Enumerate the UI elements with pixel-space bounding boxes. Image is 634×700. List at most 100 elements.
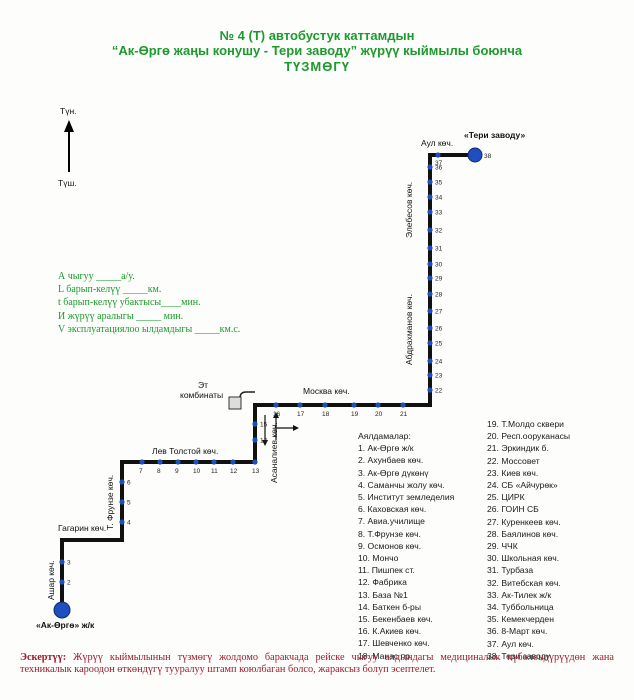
- stop-marker: [157, 459, 163, 465]
- stop-legend-item: 17. Шевченко көч.: [358, 638, 430, 649]
- stop-number: 20: [375, 411, 383, 418]
- stop-legend-item: 31. Турбаза: [487, 565, 534, 576]
- stop-marker: [400, 402, 406, 408]
- stop-marker: [252, 437, 258, 443]
- terminal-end-label: «Тери заводу»: [464, 130, 525, 140]
- param-i: И жүрүү аралыгы _____ мин.: [58, 310, 184, 322]
- terminal-start-label: «Ак-Өргө» ж/к: [36, 620, 95, 630]
- stop-number: 28: [435, 292, 443, 299]
- stop-legend-item: 15. Бекенбаев көч.: [358, 614, 433, 625]
- stop-marker: [427, 291, 433, 297]
- stop-marker: [427, 308, 433, 314]
- stop-legend-item: 4. Саманчы жолу көч.: [358, 479, 445, 490]
- stop-number: 38: [484, 153, 492, 160]
- stop-number: 11: [211, 468, 218, 475]
- street-lev-tolstoy: Лев Толстой көч.: [152, 446, 218, 456]
- stop-legend-item: 10. Мончо: [358, 553, 399, 564]
- street-ashar: Ашар көч.: [46, 560, 56, 600]
- stop-legend-item: 3. Ак-Өргө дүкөнү: [358, 467, 429, 478]
- stop-legend-item: 7. Авиа.училище: [358, 516, 425, 527]
- param-t: t барып-келүү убактысы____мин.: [58, 297, 201, 309]
- stop-number: 29: [435, 276, 443, 283]
- stop-legend-item: 32. Витебская көч.: [487, 577, 561, 588]
- stop-number: 10: [193, 468, 201, 475]
- stop-number: 9: [175, 468, 179, 475]
- stop-number: 12: [230, 468, 238, 475]
- note-label: Эскертүү:: [20, 652, 67, 663]
- stop-legend-item: 26. ГОИН СБ: [487, 504, 539, 515]
- param-l: L барып-келүү _____км.: [58, 284, 162, 296]
- stop-marker: [427, 164, 433, 170]
- stop-legend-item: 6. Каховская көч.: [358, 504, 427, 515]
- kombinat-line-1: Эт: [198, 380, 208, 390]
- stop-number: 14: [260, 438, 268, 445]
- street-moskva: Москва көч.: [303, 386, 350, 396]
- stop-marker: [427, 209, 433, 215]
- stop-marker: [119, 519, 125, 525]
- stop-marker: [427, 275, 433, 281]
- stops-layer: 1234567891011121314151617181920212223242…: [59, 152, 492, 615]
- stop-number: 17: [297, 411, 305, 418]
- param-v: V эксплуатациялоо ылдамдыгы _____км.с.: [58, 323, 241, 335]
- stop-number: 2: [67, 580, 71, 587]
- stop-number: 26: [435, 326, 443, 333]
- stop-marker: [119, 499, 125, 505]
- street-elebesov: Элебесов көч.: [404, 182, 414, 238]
- stop-number: 35: [435, 180, 443, 187]
- stop-marker: [427, 227, 433, 233]
- stop-legend-item: 36. 8-Март көч.: [487, 626, 548, 637]
- stop-legend-item: 21. Эркиндик б.: [487, 443, 549, 454]
- stop-number: 3: [67, 560, 71, 567]
- north-arrowhead-icon: [64, 120, 74, 132]
- stop-number: 36: [435, 165, 443, 172]
- stop-marker: [427, 261, 433, 267]
- route-parameters: А чыгуу _____а/у. L барып-келүү _____км.…: [58, 270, 240, 336]
- stop-marker: [59, 559, 65, 565]
- stop-number: 8: [157, 468, 161, 475]
- stop-legend-item: 1. Ак-Өргө ж/к: [358, 443, 414, 454]
- stop-number: 6: [127, 480, 131, 487]
- stop-number: 13: [252, 468, 260, 475]
- stop-marker: [427, 387, 433, 393]
- stop-legend-item: 12. Фабрика: [358, 577, 407, 588]
- stop-legend-item: 9. Осмонов көч.: [358, 540, 422, 551]
- stop-number: 24: [435, 359, 443, 366]
- stop-marker: [230, 459, 236, 465]
- stop-marker: [322, 402, 328, 408]
- stop-marker: [252, 421, 258, 427]
- stop-marker: [427, 325, 433, 331]
- stop-number: 25: [435, 341, 443, 348]
- stop-marker: [193, 459, 199, 465]
- stop-legend-item: 35. Кемекчерден: [487, 614, 554, 625]
- stop-number: 32: [435, 228, 443, 235]
- stop-marker: [427, 245, 433, 251]
- param-a: А чыгуу _____а/у.: [58, 271, 135, 282]
- stop-legend-item: 14. Баткен б-ры: [358, 601, 422, 612]
- stop-legend-item: 16. К.Акиев көч.: [358, 626, 422, 637]
- stop-legend-item: 20. Респ.ооруканасы: [487, 431, 571, 442]
- stop-legend-item: 29. ЧЧК: [487, 541, 518, 552]
- stop-number: 4: [127, 520, 131, 527]
- stop-marker: [175, 459, 181, 465]
- stop-number: 30: [435, 262, 443, 269]
- compass-south: Түш.: [58, 178, 77, 188]
- stop-marker: [427, 358, 433, 364]
- stop-marker: [435, 152, 441, 158]
- stop-marker: [427, 194, 433, 200]
- stop-legend-item: 5. Институт земледелия: [358, 492, 455, 503]
- street-asanaliev: Асаналиев көч.: [269, 422, 279, 483]
- compass-north: Түн.: [60, 106, 77, 116]
- stop-marker: [375, 402, 381, 408]
- stop-legend-item: 33. Ак-Тилек ж/к: [487, 589, 552, 600]
- stop-marker: [119, 479, 125, 485]
- stop-legend-item: 2. Ахунбаев көч.: [358, 455, 424, 466]
- kombinat-line-2: комбинаты: [180, 390, 223, 400]
- stop-number: 21: [400, 411, 408, 418]
- stop-marker: [59, 579, 65, 585]
- stop-legend-item: 38. Тери заводу: [487, 650, 550, 661]
- stop-marker: [211, 459, 217, 465]
- stop-legend-item: 25. ЦИРК: [487, 492, 525, 503]
